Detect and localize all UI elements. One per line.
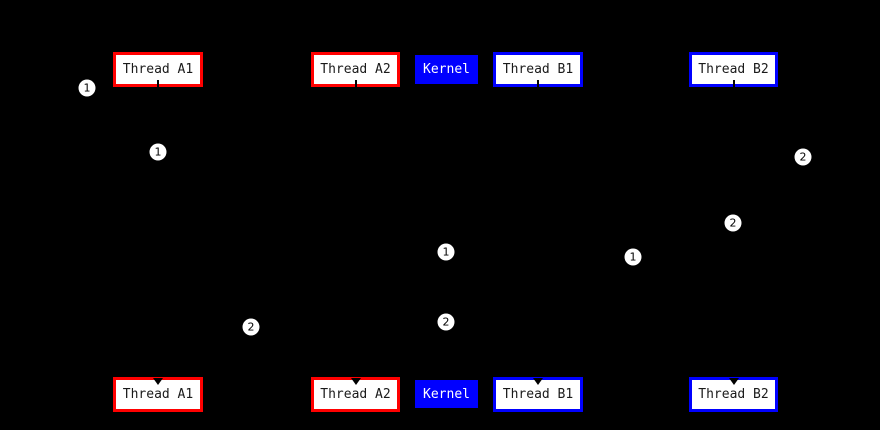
- step-marker-number: 2: [442, 315, 450, 329]
- kernel-box-bottom: Kernel: [415, 380, 478, 408]
- kernel-box-top: Kernel: [415, 55, 478, 84]
- lifeline-arrowhead: [533, 378, 543, 385]
- thread-a1-label: Thread A1: [122, 387, 194, 402]
- step-marker-1: 1: [624, 248, 642, 266]
- lifeline-tick: [537, 80, 539, 89]
- step-marker-2: 2: [724, 214, 742, 232]
- step-marker-1: 1: [437, 243, 455, 261]
- thread-b1-label: Thread B1: [502, 387, 574, 402]
- step-marker-number: 1: [83, 81, 91, 95]
- step-marker-number: 2: [729, 216, 737, 230]
- thread-a1-box-bottom: Thread A1: [113, 377, 203, 412]
- thread-b1-box-top: Thread B1: [493, 52, 583, 89]
- lifeline-tick: [732, 80, 735, 89]
- step-marker-1: 1: [78, 79, 96, 97]
- thread-b2-label: Thread B2: [698, 62, 769, 77]
- step-marker-number: 1: [154, 145, 162, 159]
- step-marker-2: 2: [794, 148, 812, 166]
- step-marker-number: 1: [442, 245, 450, 259]
- lifeline-arrowhead: [153, 378, 163, 385]
- thread-a1-box-top: Thread A1: [113, 52, 203, 89]
- thread-b2-label: Thread B2: [698, 387, 769, 402]
- step-marker-1: 1: [149, 143, 167, 161]
- thread-a2-box-top: Thread A2: [311, 52, 400, 89]
- kernel-label: Kernel: [423, 386, 470, 402]
- thread-a2-label: Thread A2: [320, 387, 391, 402]
- thread-b2-box-bottom: Thread B2: [689, 377, 778, 412]
- thread-a1-label: Thread A1: [122, 62, 194, 77]
- step-marker-number: 1: [629, 250, 637, 264]
- lifeline-arrowhead: [350, 378, 361, 385]
- thread-b1-box-bottom: Thread B1: [493, 377, 583, 412]
- step-marker-number: 2: [799, 150, 807, 164]
- step-marker-2: 2: [242, 318, 260, 336]
- step-marker-number: 2: [247, 320, 255, 334]
- thread-a2-box-bottom: Thread A2: [311, 377, 400, 412]
- step-marker-2: 2: [437, 313, 455, 331]
- kernel-label: Kernel: [423, 62, 470, 77]
- thread-b2-box-top: Thread B2: [689, 52, 778, 89]
- lifeline-arrowhead: [728, 378, 739, 385]
- lifeline-tick: [354, 80, 357, 89]
- thread-b1-label: Thread B1: [502, 62, 574, 77]
- lifeline-tick: [157, 80, 159, 89]
- thread-a2-label: Thread A2: [320, 62, 391, 77]
